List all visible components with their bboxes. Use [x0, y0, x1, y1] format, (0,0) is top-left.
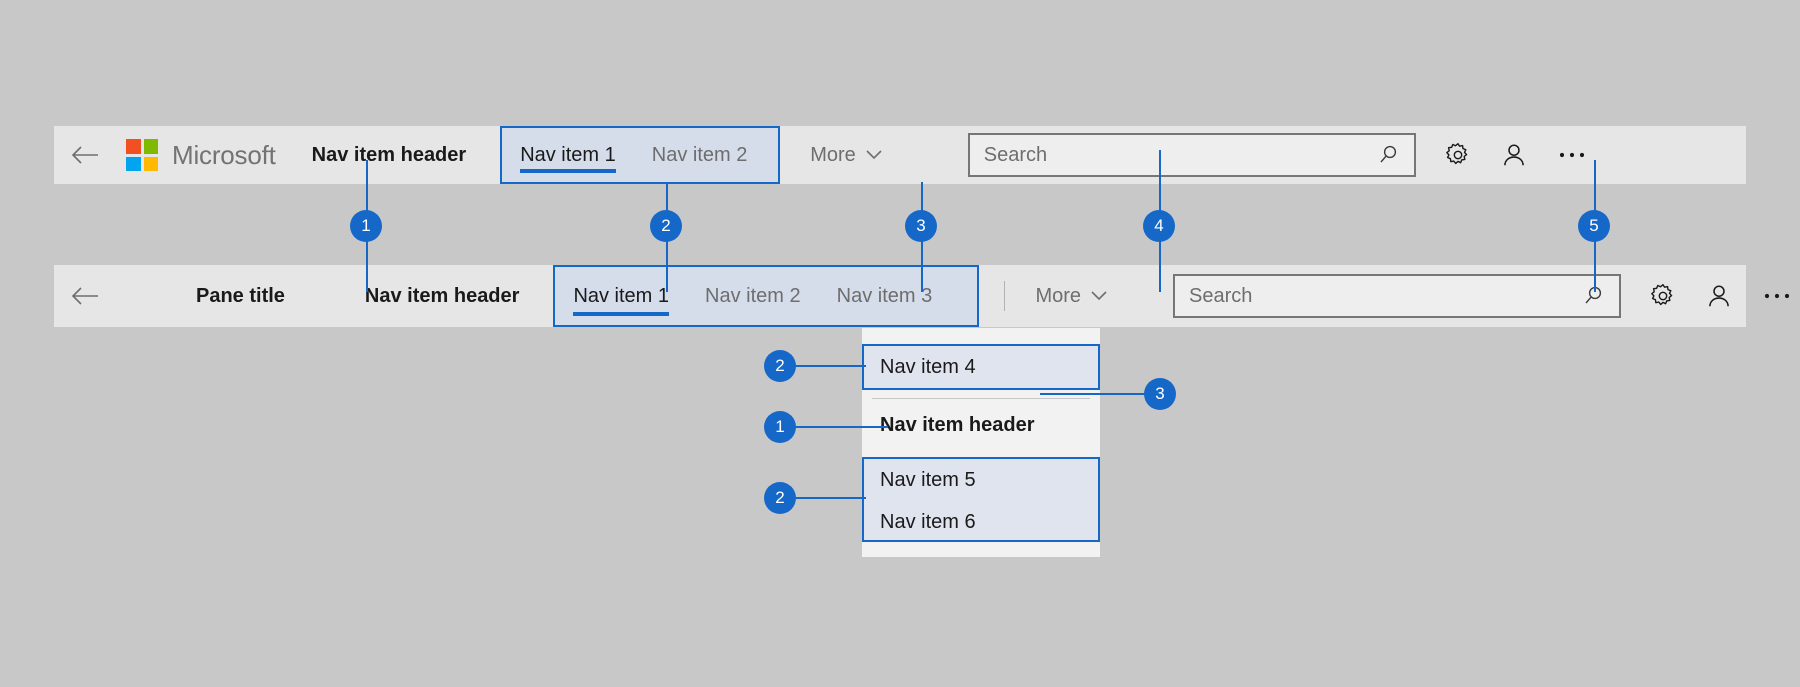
callout-line-flyout-bottom — [790, 497, 866, 499]
flyout-item-nav-item-4-label: Nav item 4 — [880, 355, 976, 378]
bar-two-nav-item-group: Nav item 1 Nav item 2 Nav item 3 — [553, 265, 980, 327]
callout-badge-3: 3 — [905, 210, 937, 242]
callout-badge-2-label: 2 — [661, 216, 671, 235]
bar-one-more-menu[interactable]: More — [810, 144, 882, 167]
callout-badge-3-label: 3 — [916, 216, 926, 235]
person-icon — [1709, 285, 1729, 307]
bar-two-more-menu[interactable]: More — [1035, 285, 1107, 308]
microsoft-logo[interactable]: Microsoft — [126, 139, 276, 171]
back-arrow-icon — [71, 287, 98, 305]
nav-divider — [1004, 281, 1006, 311]
flyout-section-header: Nav item header — [880, 410, 1100, 440]
flyout-item-nav-item-4[interactable]: Nav item 4 — [864, 346, 1098, 388]
search-icon[interactable] — [1378, 144, 1414, 166]
bar-two-account-button[interactable] — [1691, 283, 1747, 309]
back-button-secondary[interactable] — [54, 286, 116, 306]
back-arrow-icon — [71, 146, 98, 164]
flyout-item-nav-item-6-label: Nav item 6 — [880, 510, 976, 533]
callout-badge-flyout-3: 3 — [1144, 378, 1176, 410]
bar-one-nav-item-2-label: Nav item 2 — [651, 143, 748, 166]
search-icon[interactable] — [1583, 285, 1619, 307]
flyout-group-top: Nav item 4 — [862, 344, 1100, 390]
bar-one-settings-button[interactable] — [1430, 142, 1486, 168]
callout-line-flyout-separator — [1040, 393, 1148, 395]
ellipsis-icon — [1764, 293, 1790, 299]
bar-two-more-label: More — [1035, 284, 1082, 307]
bar-two-search-input[interactable]: Search — [1189, 284, 1253, 307]
bar-two-nav-header: Nav item header — [364, 284, 520, 307]
bar-one-nav-item-2[interactable]: Nav item 2 — [634, 128, 766, 182]
bar-two-nav-item-3[interactable]: Nav item 3 — [819, 267, 951, 325]
bar-one-search-box[interactable]: Search — [967, 133, 1416, 177]
callout-badge-flyout-1: 1 — [764, 411, 796, 443]
nav-bar-secondary: Pane title Nav item header Nav item 1 Na… — [54, 265, 1790, 327]
brand-wordmark: Microsoft — [172, 139, 276, 170]
ellipsis-icon — [1559, 152, 1584, 158]
callout-badge-flyout-3-label: 3 — [1155, 384, 1165, 403]
callout-badge-5: 5 — [1578, 210, 1610, 242]
callout-badge-4-label: 4 — [1154, 216, 1164, 235]
callout-line-flyout-top — [790, 365, 866, 367]
bar-two-nav-item-2[interactable]: Nav item 2 — [687, 267, 819, 325]
gear-icon — [1445, 143, 1468, 165]
bar-two-settings-button[interactable] — [1635, 283, 1691, 309]
chevron-down-icon — [866, 150, 882, 160]
bar-two-nav-item-1[interactable]: Nav item 1 — [555, 267, 687, 325]
bar-one-nav-item-1[interactable]: Nav item 1 — [502, 128, 634, 182]
chevron-down-icon — [1091, 291, 1107, 301]
logo-square-blue — [126, 156, 141, 171]
bar-one-nav-item-1-label: Nav item 1 — [520, 143, 616, 166]
logo-square-yellow — [143, 156, 158, 171]
flyout-item-nav-item-5-label: Nav item 5 — [880, 468, 976, 491]
gear-icon — [1651, 284, 1673, 306]
bar-one-overflow-button[interactable] — [1542, 151, 1602, 159]
flyout-section-header-label: Nav item header — [880, 413, 1035, 436]
bar-one-search-input[interactable]: Search — [983, 143, 1048, 166]
callout-badge-1-label: 1 — [361, 216, 371, 235]
bar-one-nav-header: Nav item header — [311, 143, 467, 166]
callout-badge-flyout-2-bottom-label: 2 — [775, 488, 785, 507]
callout-line-flyout-header — [790, 426, 888, 428]
bar-two-nav-item-1-label: Nav item 1 — [573, 284, 670, 307]
callout-badge-5-label: 5 — [1589, 216, 1599, 235]
bar-one-account-button[interactable] — [1486, 142, 1542, 168]
bar-two-nav-item-3-label: Nav item 3 — [836, 284, 933, 307]
flyout-separator — [872, 398, 1090, 399]
microsoft-squares-icon — [126, 139, 158, 171]
bar-two-search-box[interactable]: Search — [1173, 274, 1622, 318]
bar-two-nav-item-2-label: Nav item 2 — [705, 284, 801, 307]
bar-one-more-label: More — [810, 143, 856, 166]
callout-badge-flyout-2-bottom: 2 — [764, 482, 796, 514]
logo-square-red — [126, 139, 141, 154]
callout-badge-1: 1 — [350, 210, 382, 242]
nav-bar-primary: Microsoft Nav item header Nav item 1 Nav… — [54, 126, 1746, 184]
flyout-group-bottom: Nav item 5 Nav item 6 — [862, 457, 1100, 542]
back-button[interactable] — [54, 145, 116, 165]
flyout-item-nav-item-5[interactable]: Nav item 5 — [864, 459, 1098, 501]
callout-badge-flyout-2-top: 2 — [764, 350, 796, 382]
callout-badge-flyout-1-label: 1 — [775, 417, 785, 436]
bar-one-nav-item-group: Nav item 1 Nav item 2 — [500, 126, 781, 184]
person-icon — [1503, 144, 1524, 166]
pane-title: Pane title — [196, 284, 285, 307]
callout-badge-flyout-2-top-label: 2 — [775, 356, 785, 375]
callout-badge-2: 2 — [650, 210, 682, 242]
bar-two-overflow-button[interactable] — [1747, 292, 1800, 300]
flyout-item-nav-item-6[interactable]: Nav item 6 — [864, 501, 1098, 543]
logo-square-green — [143, 139, 158, 154]
callout-badge-4: 4 — [1143, 210, 1175, 242]
